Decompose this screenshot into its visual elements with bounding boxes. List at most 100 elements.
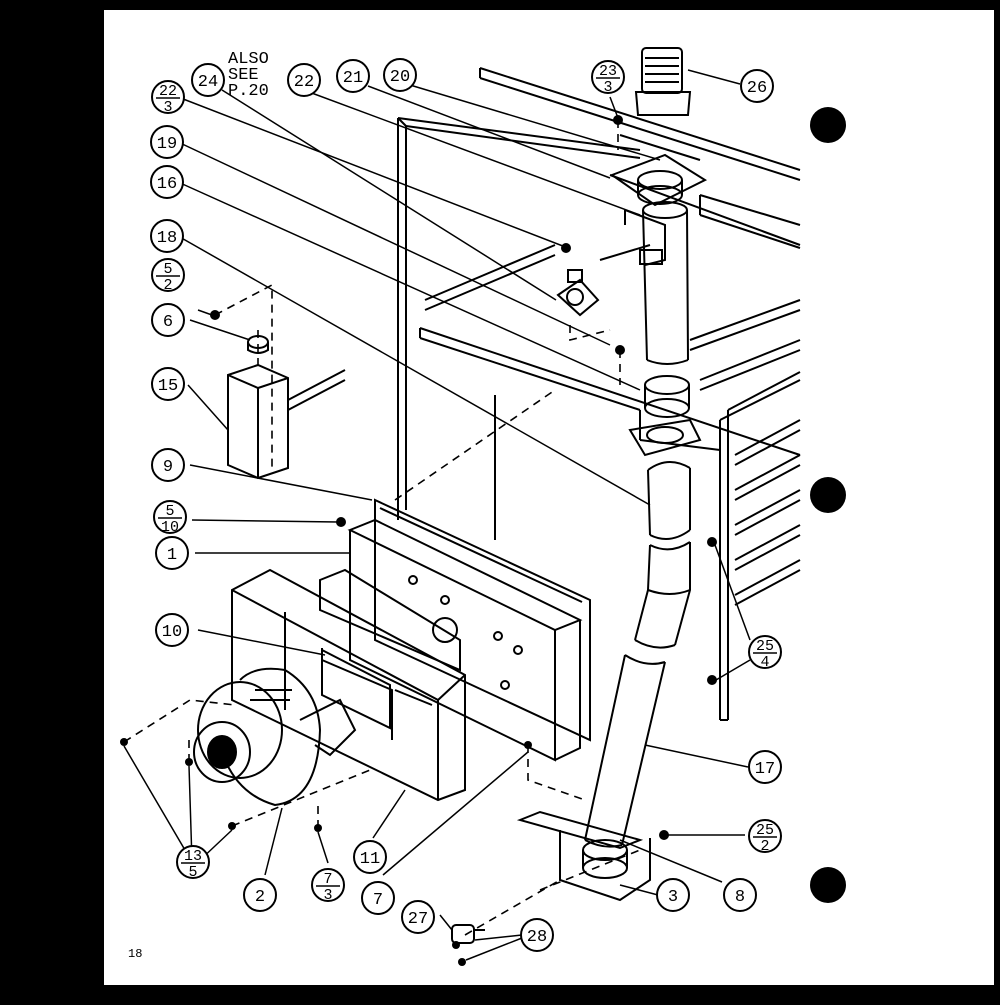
callout-label: 26 — [747, 79, 767, 98]
callout-9: 9 — [151, 448, 185, 482]
callout-circle — [150, 125, 184, 159]
callout-label: 5 — [163, 261, 172, 278]
callout-circle — [401, 900, 435, 934]
callout-circle — [155, 613, 189, 647]
callout-circle — [150, 219, 184, 253]
callout-label: 13 — [184, 848, 202, 865]
callout-label: 25 — [756, 638, 774, 655]
callout-label: 8 — [735, 888, 745, 907]
callout-label: 2 — [163, 277, 172, 294]
callout-18: 18 — [150, 219, 184, 253]
callout-circle — [287, 63, 321, 97]
callout-label: 23 — [599, 63, 617, 80]
callout-circle — [243, 878, 277, 912]
callout-label: 22 — [294, 73, 314, 92]
binder-hole-top — [810, 107, 846, 143]
left-border — [0, 0, 104, 1000]
note-line-1: ALSO — [228, 50, 269, 69]
callout-circle — [176, 845, 210, 879]
callout-label: 5 — [188, 864, 197, 881]
heat-exchanger-1 — [347, 518, 583, 762]
vent-collar-top — [609, 153, 708, 207]
bracket-21 — [624, 209, 666, 266]
callout-25-2: 252 — [748, 819, 782, 855]
vent-collar-lower — [628, 375, 702, 457]
vent-pipe-17 — [584, 654, 666, 848]
callout-27: 27 — [401, 900, 435, 934]
callout-label: 4 — [760, 654, 769, 671]
callout-16: 16 — [150, 165, 184, 199]
callout-circle — [361, 881, 395, 915]
see-also-note: ALSO SEE P.20 — [228, 50, 269, 101]
vent-cap — [634, 47, 692, 116]
callout-label: 1 — [167, 546, 177, 565]
callout-label: 21 — [343, 69, 363, 88]
callout-label: 10 — [162, 623, 182, 642]
callout-20: 20 — [383, 58, 417, 92]
vent-elbow — [634, 541, 691, 649]
assembly-lines — [123, 120, 641, 936]
callout-label: 7 — [373, 891, 383, 910]
callout-15: 15 — [151, 367, 185, 401]
callout-13-5: 135 — [176, 845, 210, 881]
callout-6: 6 — [151, 303, 185, 337]
callout-label: 3 — [603, 79, 612, 96]
callout-10: 10 — [155, 613, 189, 647]
callout-circle — [748, 819, 782, 853]
callout-3: 3 — [656, 878, 690, 912]
callout-7-3: 73 — [311, 868, 345, 904]
callout-label: 9 — [163, 458, 173, 477]
callout-label: 3 — [323, 887, 332, 904]
callout-circle — [153, 500, 187, 534]
callout-24: 24 — [191, 63, 225, 97]
callout-label: 25 — [756, 822, 774, 839]
paper — [104, 10, 994, 985]
blower-housing-11 — [231, 568, 466, 802]
callout-circle — [191, 63, 225, 97]
callout-5-2: 52 — [151, 258, 185, 294]
callout-circle — [591, 60, 625, 94]
note-line-2: SEE — [228, 66, 259, 85]
callout-label: 5 — [165, 503, 174, 520]
callout-circle — [748, 635, 782, 669]
callout-circle — [740, 69, 774, 103]
callout-label: 11 — [360, 850, 380, 869]
page-number: 18 — [128, 947, 142, 961]
callout-circle — [151, 367, 185, 401]
callout-label: 18 — [157, 229, 177, 248]
callout-7: 7 — [361, 881, 395, 915]
blower-motor-2 — [193, 667, 357, 807]
gasket-10 — [321, 648, 391, 730]
callout-22: 22 — [287, 63, 321, 97]
callout-label: 3 — [163, 99, 172, 116]
callout-circle — [383, 58, 417, 92]
callout-label: 28 — [527, 928, 547, 947]
callout-label: 16 — [157, 175, 177, 194]
binder-hole-bottom — [810, 867, 846, 903]
callout-circle — [151, 303, 185, 337]
callout-8: 8 — [723, 878, 757, 912]
callout-label: 3 — [668, 888, 678, 907]
panel-9 — [374, 498, 591, 742]
callout-22-3: 223 — [151, 80, 185, 116]
rollout-switch-27 — [451, 924, 485, 944]
vent-pipe-18 — [647, 461, 691, 540]
callout-label: 17 — [755, 760, 775, 779]
vent-base-3 — [516, 810, 651, 902]
callout-11: 11 — [353, 840, 387, 874]
callout-label: 19 — [157, 135, 177, 154]
callout-circle — [748, 750, 782, 784]
callout-28: 28 — [520, 918, 554, 952]
callout-label: 6 — [163, 313, 173, 332]
callout-2: 2 — [243, 878, 277, 912]
callout-label: 24 — [198, 73, 218, 92]
note-line-3: P.20 — [228, 82, 269, 101]
callout-circle — [151, 258, 185, 292]
callout-19: 19 — [150, 125, 184, 159]
callout-5-10: 510 — [153, 500, 187, 536]
callout-circle — [336, 59, 370, 93]
binder-hole-middle — [810, 477, 846, 513]
leader-lines — [123, 69, 751, 961]
